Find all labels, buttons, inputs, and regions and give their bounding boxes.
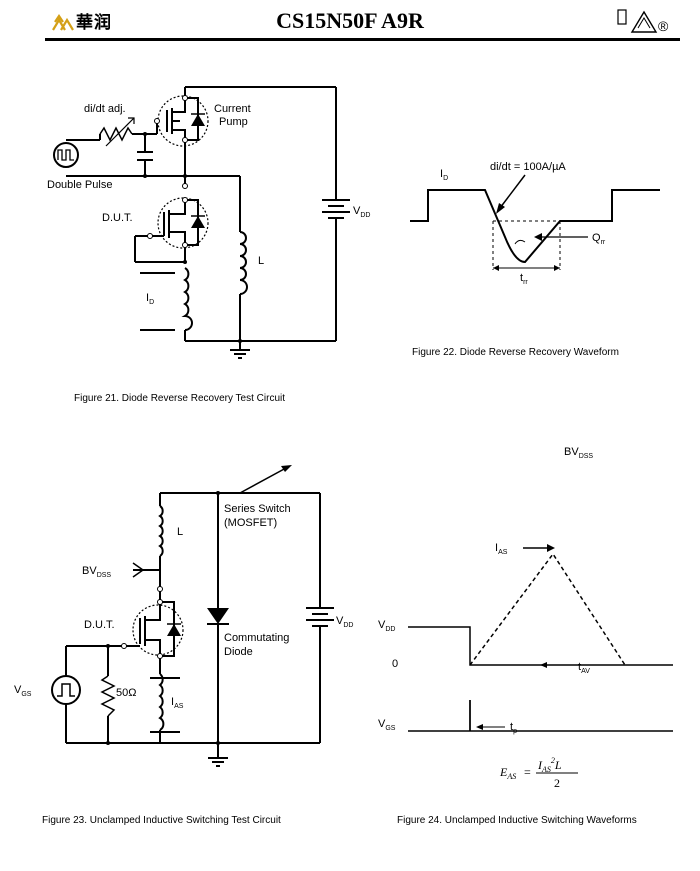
svg-text:IAS2L: IAS2L (537, 756, 562, 774)
bvdss-label: BVDSS (564, 446, 593, 460)
commutating-label: Commutating (224, 632, 289, 644)
certification-mark-icon (617, 9, 658, 33)
document-title: CS15N50F A9R (276, 8, 424, 33)
zero-label: 0 (392, 658, 398, 670)
company-logo (52, 14, 74, 31)
resistor-label: 50Ω (116, 687, 136, 699)
vgs-label: VGS (14, 684, 32, 698)
svg-text:EAS: EAS (499, 765, 516, 781)
svg-text:=: = (524, 765, 531, 779)
didt-adj-label: di/dt adj. (84, 103, 126, 115)
dut-label: D.U.T. (84, 619, 115, 631)
figure-23-caption: Figure 23. Unclamped Inductive Switching… (42, 815, 281, 826)
id-label: ID (146, 292, 154, 306)
header-rule (45, 38, 680, 41)
qrr-label: Qrr (592, 232, 606, 246)
mosfet-label: (MOSFET) (224, 517, 277, 529)
vdd-label: VDD (336, 615, 353, 629)
tav-label: tAV (578, 661, 590, 675)
inductor-label: L (258, 255, 264, 267)
svg-text:2: 2 (554, 776, 560, 790)
id-label: ID (440, 168, 448, 182)
eas-equation: EAS = IAS2L 2 (499, 756, 578, 790)
vdd-label: VDD (378, 619, 395, 633)
ias-label: IAS (171, 696, 184, 710)
didt-label: di/dt = 100A/µA (490, 161, 566, 173)
bvdss-label: BVDSS (82, 565, 111, 579)
trr-label: trr (520, 272, 528, 286)
figure-21-caption: Figure 21. Diode Reverse Recovery Test C… (74, 393, 286, 404)
current-pump-label: Current (214, 103, 251, 115)
vgs-label: VGS (378, 718, 396, 732)
figure-24-caption: Figure 24. Unclamped Inductive Switching… (397, 815, 637, 826)
figure-22-caption: Figure 22. Diode Reverse Recovery Wavefo… (412, 347, 619, 358)
page-header: 華润 CS15N50F A9R ® (0, 0, 700, 46)
dut-label: D.U.T. (102, 212, 133, 224)
ias-label: IAS (495, 542, 508, 556)
series-switch-label: Series Switch (224, 503, 291, 515)
current-pump-label-2: Pump (219, 116, 248, 128)
inductor-label: L (177, 526, 183, 538)
vdd-label: VDD (353, 205, 370, 219)
diode-label: Diode (224, 646, 253, 658)
logo-text: 華润 (76, 13, 112, 33)
double-pulse-label: Double Pulse (47, 179, 112, 191)
registered-mark: ® (658, 18, 669, 34)
tp-label: tp (510, 721, 517, 735)
